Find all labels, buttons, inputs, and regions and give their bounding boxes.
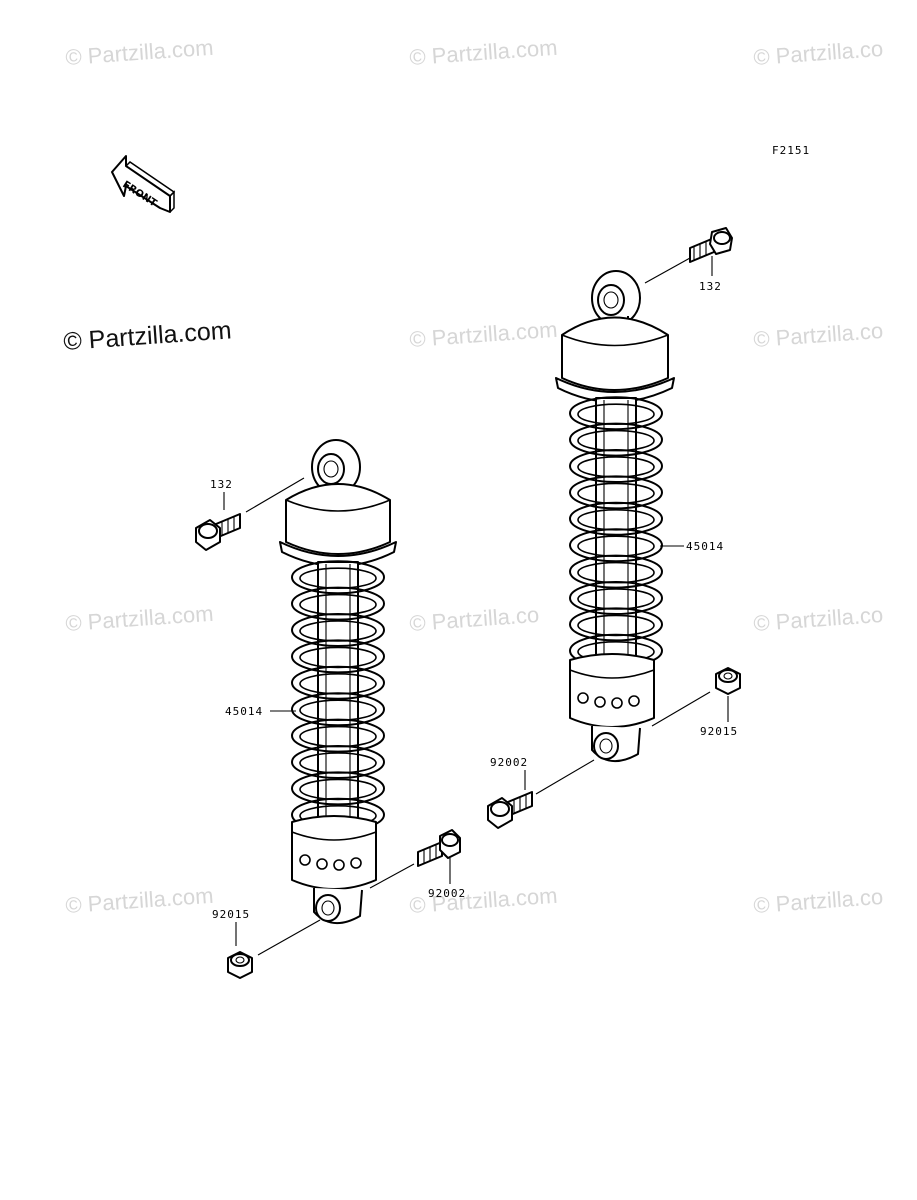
shock-absorber-right [555, 270, 675, 762]
shock-absorber-left [279, 439, 397, 924]
spring-coil [291, 586, 385, 621]
spring-coil [569, 396, 663, 431]
callout-labels: 132 132 45014 45014 92015 92002 92002 92… [210, 280, 738, 921]
spring-coil [569, 554, 663, 589]
callout-bolt-92002-left: 92002 [428, 887, 466, 900]
callout-shock-45014-left: 45014 [225, 705, 263, 718]
watermark-primary: © Partzilla.com [62, 316, 232, 356]
spring-coil [569, 422, 663, 457]
spring-coil [569, 449, 663, 483]
callout-bolt-92002-right: 92002 [490, 756, 528, 769]
watermark: © Partzilla.com [65, 35, 215, 70]
bolt-92002-right [487, 791, 533, 829]
callout-nut-92015-left: 92015 [212, 908, 250, 921]
bolt-92002-left [417, 829, 461, 867]
spring-coil [291, 745, 385, 779]
nut-92015-left [227, 951, 253, 979]
callout-shock-45014-right: 45014 [686, 540, 724, 553]
spring-coil [291, 665, 385, 700]
spring-coil [291, 771, 385, 806]
spring-coil [291, 560, 385, 595]
watermark: © Partzilla.co [753, 318, 884, 352]
callout-bolt-132-left: 132 [210, 478, 233, 491]
leader-lines [223, 256, 729, 956]
callout-bolt-132-right: 132 [699, 280, 722, 293]
bolt-132-left [195, 513, 241, 551]
spring-coil [569, 607, 663, 642]
watermark: © Partzilla.com [409, 35, 559, 70]
front-arrow-icon: FRONT [111, 155, 176, 213]
watermark: © Partzilla.co [409, 602, 540, 636]
spring-coil [291, 639, 385, 674]
figure-code: F2151 [772, 144, 810, 157]
spring-coil [569, 581, 663, 615]
nut-92015-right [715, 667, 741, 695]
spring-coil [291, 613, 385, 647]
spring-coil [291, 718, 385, 753]
spring-coil [291, 692, 385, 727]
watermark-layer: © Partzilla.com © Partzilla.com © Partzi… [62, 35, 883, 918]
callout-nut-92015-right: 92015 [700, 725, 738, 738]
spring-coil [569, 528, 663, 563]
coil-spring-right [569, 396, 663, 668]
bolt-132-right [689, 227, 733, 263]
watermark: © Partzilla.com [65, 883, 215, 918]
watermark: © Partzilla.com [65, 601, 215, 636]
spring-coil [569, 475, 663, 510]
watermark: © Partzilla.co [753, 884, 884, 918]
spring-coil [569, 501, 663, 536]
watermark: © Partzilla.co [753, 36, 884, 70]
watermark: © Partzilla.com [409, 317, 559, 352]
coil-spring-left [291, 560, 385, 832]
watermark: © Partzilla.co [753, 602, 884, 636]
